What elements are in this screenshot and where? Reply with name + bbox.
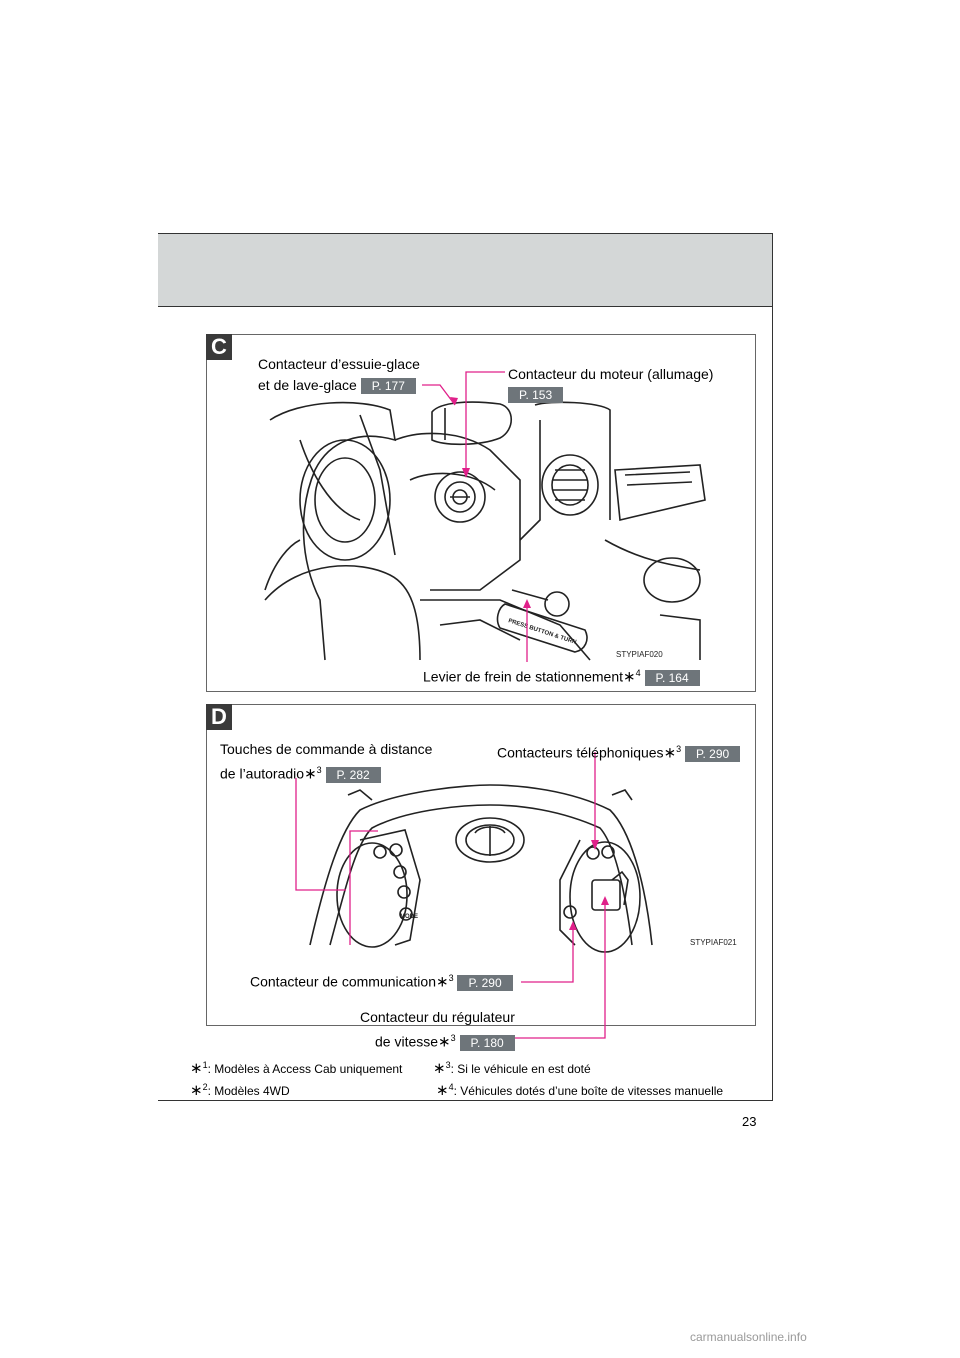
footnote-text: : Véhicules dotés d’une boîte de vitesse… xyxy=(453,1084,724,1098)
communication-label-text: Contacteur de communication xyxy=(250,973,436,990)
parking-brake-text: Levier de frein de stationnement xyxy=(423,668,624,685)
parking-brake-label: Levier de frein de stationnement∗4 P. 16… xyxy=(423,663,700,688)
wiper-label-line1: Contacteur d’essuie-glace xyxy=(258,356,420,372)
asterisk-icon: ∗ xyxy=(663,744,677,762)
bottom-rule xyxy=(158,1100,773,1101)
section-c-image-code: STYPIAF020 xyxy=(616,650,663,659)
asterisk-icon: ∗ xyxy=(436,973,449,991)
asterisk-icon: ∗ xyxy=(304,765,317,783)
phone-page-ref[interactable]: P. 290 xyxy=(685,745,741,762)
footnote-ref: 4 xyxy=(635,668,641,678)
right-margin-rule xyxy=(772,233,773,1101)
cruise-label: de vitesse∗3 P. 180 xyxy=(375,1028,515,1053)
footnote-number: 3 xyxy=(445,1060,451,1070)
footnote-ref: 3 xyxy=(448,973,454,983)
phone-label: Contacteurs téléphoniques∗3 P. 290 xyxy=(497,739,741,764)
wiper-label: et de lave-glace P. 177 xyxy=(258,375,416,395)
footnote-2: ∗2: Modèles 4WD xyxy=(190,1079,290,1099)
header-band xyxy=(158,233,773,307)
parking-brake-page-ref[interactable]: P. 164 xyxy=(644,669,700,686)
footnote-3: ∗3: Si le véhicule en est doté xyxy=(433,1057,591,1077)
engine-page-ref[interactable]: P. 153 xyxy=(508,387,564,403)
footnote-number: 4 xyxy=(448,1082,454,1092)
asterisk-icon: ∗ xyxy=(438,1033,451,1051)
page-number: 23 xyxy=(742,1114,757,1129)
engine-switch-label: Contacteur du moteur (allumage) xyxy=(508,366,714,382)
footnote-1: ∗1: Modèles à Access Cab uniquement xyxy=(190,1057,402,1077)
asterisk-icon: ∗ xyxy=(190,1060,203,1077)
footnote-number: 1 xyxy=(202,1060,208,1070)
audio-label: de l’autoradio∗3 P. 282 xyxy=(220,760,381,785)
section-d-tag: D xyxy=(206,704,232,730)
wiper-label-line2: et de lave-glace xyxy=(258,377,357,393)
footnote-ref: 3 xyxy=(316,765,322,775)
wiper-page-ref[interactable]: P. 177 xyxy=(360,378,416,394)
watermark: carmanualsonline.info xyxy=(690,1330,807,1344)
communication-page-ref[interactable]: P. 290 xyxy=(457,974,513,991)
footnote-ref: 3 xyxy=(676,744,682,754)
asterisk-icon: ∗ xyxy=(436,1082,449,1099)
section-c-tag: C xyxy=(206,334,232,360)
cruise-page-ref[interactable]: P. 180 xyxy=(459,1034,515,1051)
footnote-text: : Modèles à Access Cab uniquement xyxy=(207,1062,403,1076)
section-d-image-code: STYPIAF021 xyxy=(690,938,737,947)
audio-label-line1: Touches de commande à distance xyxy=(220,741,433,757)
asterisk-icon: ∗ xyxy=(190,1082,203,1099)
cruise-label-line1: Contacteur du régulateur xyxy=(360,1009,515,1025)
footnote-4: ∗4: Véhicules dotés d’une boîte de vites… xyxy=(436,1079,723,1099)
footnote-text: : Si le véhicule en est doté xyxy=(450,1062,591,1076)
phone-label-text: Contacteurs téléphoniques xyxy=(497,744,664,761)
audio-label-line2: de l’autoradio xyxy=(220,765,305,782)
asterisk-icon: ∗ xyxy=(623,668,636,686)
mode-button-text: MODE xyxy=(400,914,418,920)
footnote-text: : Modèles 4WD xyxy=(207,1084,290,1098)
audio-page-ref[interactable]: P. 282 xyxy=(325,766,381,783)
asterisk-icon: ∗ xyxy=(433,1060,446,1077)
cruise-label-line2: de vitesse xyxy=(375,1033,439,1050)
communication-label: Contacteur de communication∗3 P. 290 xyxy=(250,968,513,993)
footnote-ref: 3 xyxy=(450,1033,456,1043)
footnote-number: 2 xyxy=(202,1082,208,1092)
